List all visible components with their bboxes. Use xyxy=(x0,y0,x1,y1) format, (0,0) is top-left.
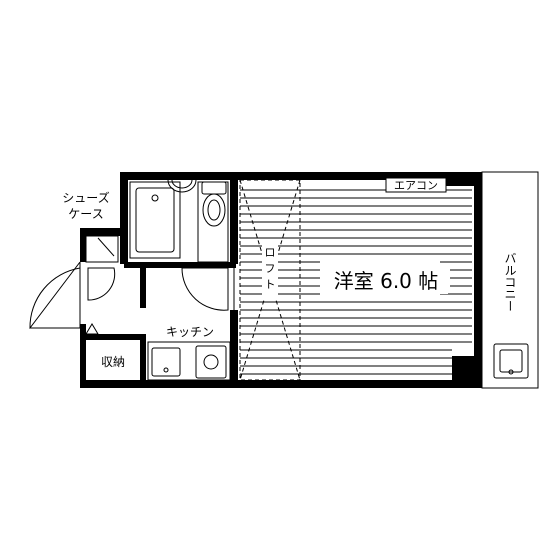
storage-label: 収納 xyxy=(101,355,125,369)
loft-label-backdrop xyxy=(262,240,278,298)
shoe-case-label-2: ケース xyxy=(68,207,103,221)
interior-walls xyxy=(84,176,238,384)
kitchen-label: キッチン xyxy=(166,325,214,339)
entrance-triangle xyxy=(85,323,99,335)
room-western-label: 洋室 6.0 帖 xyxy=(334,269,439,293)
shoe-case xyxy=(85,235,119,263)
loft-label-1: ロ xyxy=(265,246,276,259)
loft-label-2: フ xyxy=(265,262,276,275)
plan-lines xyxy=(28,171,539,389)
room-label-backdrop xyxy=(324,266,448,294)
loft-label-3: ト xyxy=(265,278,276,291)
aircon-label: エアコン xyxy=(394,179,438,192)
balcony xyxy=(477,171,539,389)
shoe-case-label-1: シューズ xyxy=(62,190,109,205)
aircon-box xyxy=(385,177,447,193)
doors xyxy=(28,261,235,329)
bathtub xyxy=(129,181,181,259)
floor-hatching xyxy=(240,189,472,375)
kitchen-units xyxy=(147,341,231,381)
basin xyxy=(167,179,197,193)
balcony-label: バルコニー xyxy=(503,252,517,312)
loft-outline xyxy=(239,179,301,381)
toilet xyxy=(197,181,229,263)
